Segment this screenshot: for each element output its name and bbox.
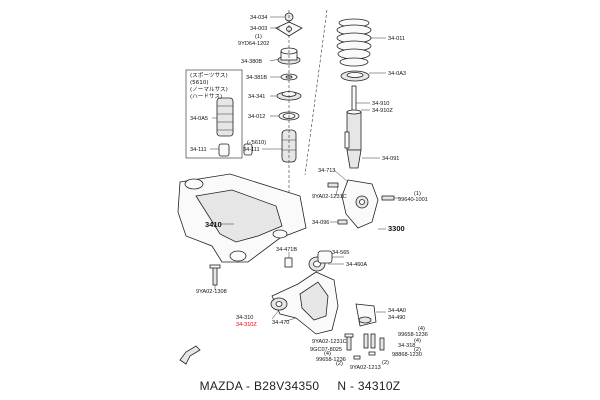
label-34380b: 34-380B xyxy=(241,59,262,65)
label-99640: 99640-1001 xyxy=(398,197,428,203)
label-qty-4c: (4) xyxy=(324,351,331,357)
label-34011: 34-011 xyxy=(388,36,405,42)
label-9ya02-b: 9YA02-1308 xyxy=(196,289,227,295)
label-99658-a: 99658-1236 xyxy=(398,332,428,338)
label-34310z-highlight: 34-310Z xyxy=(236,322,257,328)
lower-control-arm xyxy=(271,271,339,335)
suspension-exploded-diagram: 34-034 34-003 (1) 9YD64-1202 34-380B 34-… xyxy=(177,9,428,371)
label-34381b: 34-381B xyxy=(246,75,267,81)
label-9ya02-c: 9YA02-1231C xyxy=(312,339,347,345)
caption-part-number: MAZDA - B28V34350 xyxy=(199,379,320,393)
label-99658-b: 99658-1236 xyxy=(316,357,346,363)
front-arrow-icon xyxy=(179,345,201,365)
label-34713: 34-713 xyxy=(318,168,335,174)
bushing-sleeve xyxy=(317,250,333,264)
coil-spring xyxy=(336,18,372,67)
label-34310: 34-310 xyxy=(236,315,253,321)
label-98868: 98868-1230 xyxy=(392,352,422,358)
label-9ya02-d: 9YA02-1213 xyxy=(350,365,381,371)
note-5610: (-'5610) xyxy=(247,140,266,146)
variant-box xyxy=(185,69,243,159)
label-3300: 3300 xyxy=(388,224,405,233)
label-9ya02-a: 9YA02-1231C xyxy=(312,194,347,200)
label-9gc07: 9GC07-8025 xyxy=(310,347,342,353)
caption-code: N - 34310Z xyxy=(337,379,401,393)
label-qty: (1) xyxy=(255,34,262,40)
label-34341: 34-341 xyxy=(248,94,265,100)
label-qty-4b: (4) xyxy=(414,338,421,344)
label-34034: 34-034 xyxy=(250,15,267,21)
label-qty-2c: (2) xyxy=(382,360,389,366)
ball-joint xyxy=(355,303,377,327)
note-line-4: (ハードサス) xyxy=(190,93,222,100)
leader-lines xyxy=(210,16,400,322)
label-34910z: 34-910Z xyxy=(372,108,393,114)
label-3410: 3410 xyxy=(205,220,222,229)
knuckle-bolt xyxy=(327,182,339,188)
subframe xyxy=(177,173,307,263)
label-34096: 34-096 xyxy=(312,220,329,226)
label-34111-b: 34-111 xyxy=(243,147,260,153)
mount-clip xyxy=(284,257,293,268)
note-line-2: (5610) xyxy=(190,80,209,86)
shock-absorber xyxy=(344,85,362,169)
note-line-3: (ノーマルサス) xyxy=(190,86,228,93)
lower-bolt xyxy=(337,219,348,225)
label-340a3: 34-0A3 xyxy=(388,71,406,77)
spring-seat xyxy=(340,70,370,82)
label-qty-2b: (2) xyxy=(336,361,343,367)
hub-bolt xyxy=(381,195,395,201)
label-34091: 34-091 xyxy=(382,156,399,162)
centre-line-spring xyxy=(304,9,328,176)
label-34490: 34-490 xyxy=(388,315,405,321)
small-bump-stop xyxy=(218,143,230,157)
small-bump-stop-right xyxy=(243,143,253,156)
part-labels: 34-034 34-003 (1) 9YD64-1202 34-380B 34-… xyxy=(190,15,428,371)
note-line-1: (スポーツサス) xyxy=(190,71,228,79)
label-340a5: 34-0A5 xyxy=(190,116,208,122)
link-bolt xyxy=(209,264,221,286)
label-34910: 34-910 xyxy=(372,101,389,107)
label-34565: 34-565 xyxy=(332,250,349,256)
label-34460a: 34-460A xyxy=(346,262,367,268)
label-34012: 34-012 xyxy=(248,114,265,120)
steering-knuckle xyxy=(341,179,379,229)
label-9yd64: 9YD64-1202 xyxy=(238,41,269,47)
label-34470: 34-470 xyxy=(272,320,289,326)
label-34318: 34-318 xyxy=(398,343,415,349)
label-34471b: 34-471B xyxy=(276,247,297,253)
label-qty-4: (4) xyxy=(418,326,425,332)
label-34003: 34-003 xyxy=(250,26,267,32)
top-mount-plate xyxy=(275,21,303,37)
part-caption: MAZDA - B28V34350 N - 34310Z xyxy=(0,372,600,400)
dust-boot xyxy=(216,97,234,137)
label-qty-2: (2) xyxy=(414,347,421,353)
label-344a0: 34-4A0 xyxy=(388,308,406,314)
bottom-bolts xyxy=(344,333,385,360)
label-qty-1b: (1) xyxy=(414,191,421,197)
arm-bushing-front xyxy=(270,297,288,311)
label-34111-a: 34-111 xyxy=(190,147,207,153)
